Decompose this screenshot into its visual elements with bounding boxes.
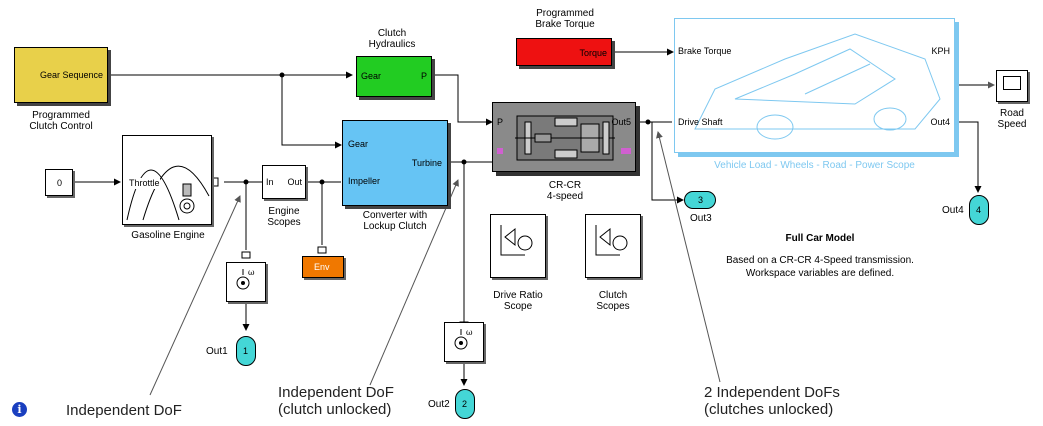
line-vehicle-to-out4 <box>955 121 982 193</box>
drive-ratio-scope-block[interactable] <box>490 214 546 278</box>
outport-3-label: Out3 <box>690 213 712 224</box>
constant-value: 0 <box>57 178 63 188</box>
converter-port-turbine: Turbine <box>411 158 442 168</box>
car-outline-icon <box>694 33 941 140</box>
transmission-conn-port-right <box>621 148 631 154</box>
annotation-independent-dof-clutch-unlocked: Independent DoF (clutch unlocked) <box>278 384 394 418</box>
brake-torque-title: Programmed Brake Torque <box>535 8 595 30</box>
vehicle-block[interactable]: Brake Torque Drive Shaft KPH Out4 <box>674 18 955 153</box>
rotational-motion-sensor-icon: ω <box>236 268 255 290</box>
line-hydraulics-to-transmission <box>432 74 493 126</box>
vehicle-port-kph: KPH <box>931 46 950 56</box>
rotational-motion-sensor-icon: ω <box>454 328 473 350</box>
clutch-scopes-caption: Clutch Scopes <box>596 290 630 312</box>
outport-2[interactable]: 2 <box>455 389 475 419</box>
converter-port-gear: Gear <box>348 139 369 149</box>
vehicle-port-brake: Brake Torque <box>678 46 732 56</box>
gear-sequence-label: Gear Sequence <box>39 70 103 80</box>
brake-torque-block[interactable]: Torque <box>516 38 612 66</box>
annotation-two-independent-dofs: 2 Independent DoFs (clutches unlocked) <box>704 384 840 418</box>
transmission-conn-port <box>497 148 503 154</box>
engine-scopes-port-in: In <box>266 177 274 187</box>
vehicle-port-out4: Out4 <box>930 117 950 127</box>
outport-2-label: Out2 <box>428 399 450 410</box>
hydraulics-port-p: P <box>420 71 427 81</box>
brake-torque-port: Torque <box>579 48 607 58</box>
line-transmission-to-out3 <box>651 122 684 204</box>
scope-icon <box>1003 76 1021 90</box>
scope-icon <box>595 225 628 256</box>
transmission-block[interactable]: P Out5 <box>492 102 636 172</box>
svg-text:ω: ω <box>466 328 473 337</box>
outport-1-label: Out1 <box>206 346 228 357</box>
outport-3[interactable]: 3 <box>684 191 716 209</box>
road-speed-caption: Road Speed <box>997 108 1027 130</box>
transmission-caption: CR-CR 4-speed <box>546 180 584 202</box>
engine-scopes-caption: Engine Scopes <box>267 206 301 228</box>
converter-port-impeller: Impeller <box>348 176 381 186</box>
env-label: Env <box>314 262 330 272</box>
hydraulics-port-gear: Gear <box>361 71 382 81</box>
outport-4-number: 4 <box>976 205 982 215</box>
outport-3-number: 3 <box>698 195 704 205</box>
model-title: Full Car Model <box>785 233 855 244</box>
vehicle-caption: Vehicle Load - Wheels - Road - Power Sco… <box>714 160 915 171</box>
pointer-dof3 <box>656 131 721 383</box>
model-description: Based on a CR-CR 4-Speed transmission. W… <box>726 255 914 279</box>
planetary-gear-icon <box>515 115 615 161</box>
engine-caption: Gasoline Engine <box>131 230 205 241</box>
drive-ratio-caption: Drive Ratio Scope <box>493 290 543 312</box>
transmission-port-p: P <box>497 117 504 127</box>
pointer-dof1 <box>149 195 241 396</box>
engine-port-throttle: Throttle <box>129 178 160 189</box>
line-gearseq-to-converter <box>281 75 342 149</box>
engine-scopes-block[interactable]: In Out <box>262 165 306 199</box>
vehicle-port-shaft: Drive Shaft <box>678 117 723 127</box>
transmission-port-out5: Out5 <box>611 117 631 127</box>
clutch-hydraulics-title: Clutch Hydraulics <box>368 28 416 50</box>
clutch-hydraulics-block[interactable]: Gear P <box>356 56 432 97</box>
env-block[interactable]: Env <box>302 256 344 278</box>
outport-2-number: 2 <box>462 399 468 409</box>
speed-sensor-2-block[interactable]: ω <box>444 322 484 362</box>
engine-scopes-port-out: Out <box>287 177 302 187</box>
clutch-scopes-block[interactable] <box>585 214 641 278</box>
road-speed-scope-block[interactable] <box>996 70 1028 102</box>
svg-text:ω: ω <box>248 268 255 277</box>
pointer-dof2 <box>369 179 459 386</box>
outport-1-number: 1 <box>243 346 249 356</box>
gear-sequence-caption: Programmed Clutch Control <box>29 110 93 132</box>
speed-sensor-1-block[interactable]: ω <box>226 262 266 302</box>
outport-1[interactable]: 1 <box>236 336 256 366</box>
engine-torque-curve-icon <box>126 165 210 221</box>
converter-caption: Converter with Lockup Clutch <box>362 210 428 232</box>
scope-icon <box>500 225 533 256</box>
info-icon[interactable]: i <box>12 402 27 417</box>
gear-sequence-block[interactable]: Gear Sequence <box>14 47 108 103</box>
annotation-independent-dof: Independent DoF <box>66 402 182 419</box>
constant-block[interactable]: 0 <box>45 169 73 196</box>
outport-4-label: Out4 <box>942 205 964 216</box>
outport-4[interactable]: 4 <box>969 195 989 225</box>
torque-converter-block[interactable]: Gear Impeller Turbine <box>342 120 448 206</box>
gasoline-engine-block[interactable]: Throttle <box>122 135 212 225</box>
